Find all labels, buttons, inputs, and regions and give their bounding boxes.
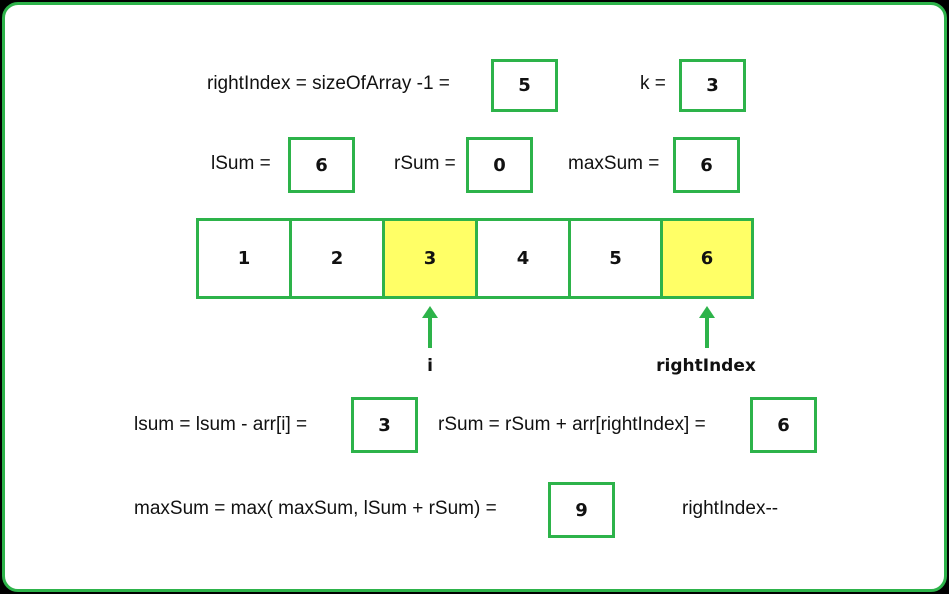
- rsum-label: rSum =: [394, 153, 456, 174]
- rsum-update-label: rSum = rSum + arr[rightIndex] =: [438, 414, 706, 435]
- array-cell-2: 3: [382, 218, 478, 299]
- right-index-pointer-arrow-icon: [699, 306, 715, 348]
- lsum-update-value-box: 3: [351, 397, 418, 453]
- lsum-value-box: 6: [288, 137, 355, 193]
- array-cell-0: 1: [196, 218, 292, 299]
- maxsum-label: maxSum =: [568, 153, 660, 174]
- array-cell-5: 6: [660, 218, 754, 299]
- right-index-decrement-label: rightIndex--: [682, 498, 779, 519]
- k-label: k =: [640, 73, 666, 94]
- right-index-label: rightIndex = sizeOfArray -1 =: [207, 73, 450, 94]
- right-index-pointer-label: rightIndex: [656, 356, 756, 376]
- maxsum-value-box: 6: [673, 137, 740, 193]
- k-value-box: 3: [679, 59, 746, 112]
- array-cell-1: 2: [289, 218, 385, 299]
- maxsum-update-label: maxSum = max( maxSum, lSum + rSum) =: [134, 498, 497, 519]
- right-index-value-box: 5: [491, 59, 558, 112]
- lsum-label: lSum =: [211, 153, 271, 174]
- rsum-update-value-box: 6: [750, 397, 817, 453]
- lsum-update-label: lsum = lsum - arr[i] =: [134, 414, 308, 435]
- array-cell-3: 4: [475, 218, 571, 299]
- i-pointer-arrow-icon: [422, 306, 438, 348]
- array-cell-4: 5: [568, 218, 663, 299]
- rsum-value-box: 0: [466, 137, 533, 193]
- maxsum-update-value-box: 9: [548, 482, 615, 538]
- i-pointer-label: i: [427, 356, 433, 376]
